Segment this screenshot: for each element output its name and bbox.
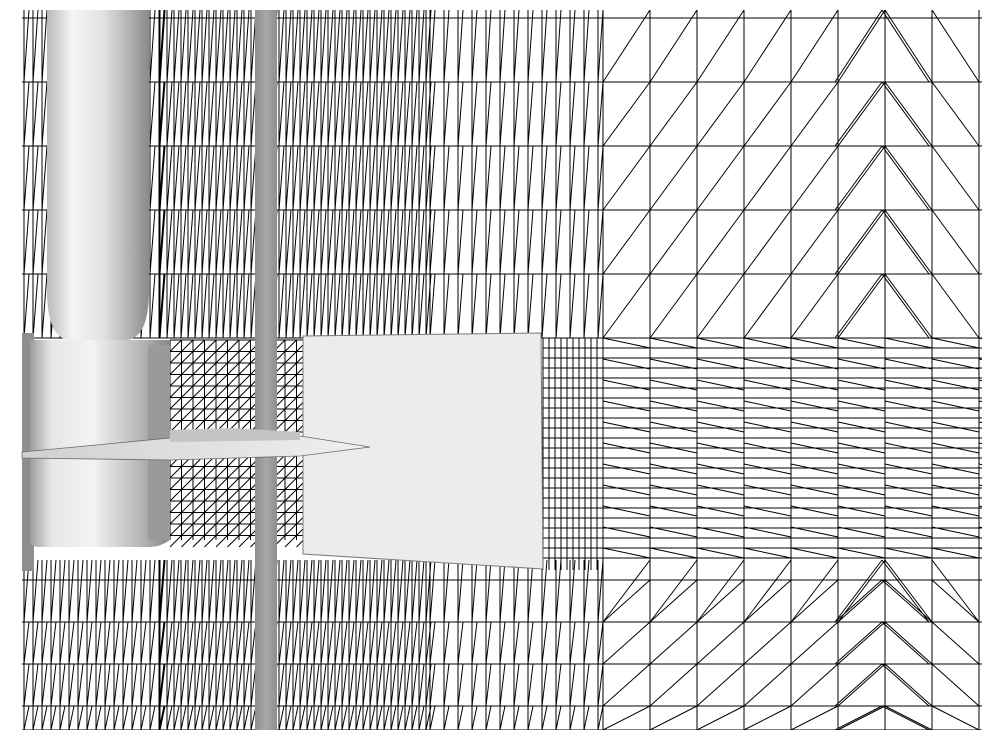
vertical-strip bbox=[255, 10, 277, 730]
vertical-cylinder bbox=[47, 10, 149, 340]
flat-panel bbox=[302, 332, 544, 570]
cylinder-hub bbox=[30, 340, 170, 547]
blade-root-fillet bbox=[170, 428, 300, 442]
